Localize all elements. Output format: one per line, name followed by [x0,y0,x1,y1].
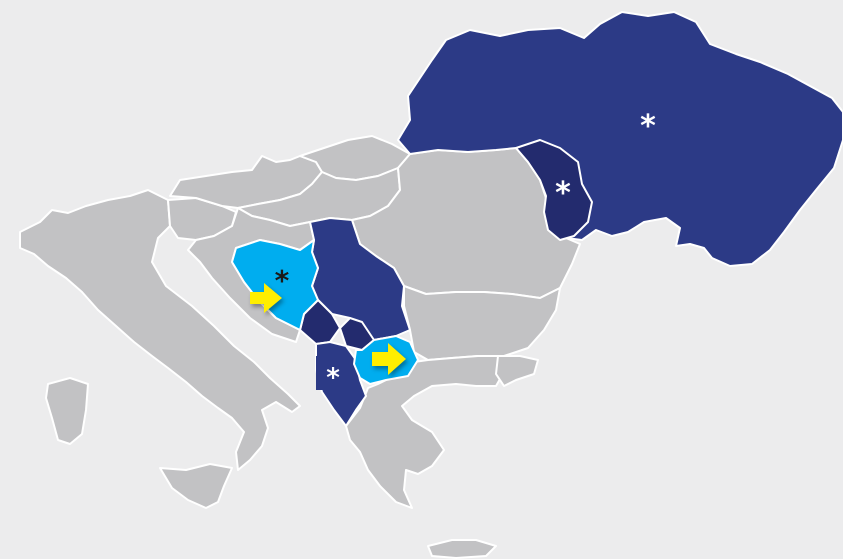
region-italy[interactable] [19,189,301,471]
region-sicily[interactable] [159,463,233,509]
asterisk-marker-albania: * [326,363,340,393]
arrow-icon-north-macedonia [372,343,406,375]
asterisk-marker-bosnia-herzegovina: * [275,264,290,297]
asterisk-badge-moldova [550,176,576,204]
arrow-icon-bosnia-herzegovina [250,283,282,313]
region-turkey-europe[interactable] [495,355,539,387]
region-sardinia[interactable] [45,377,89,445]
asterisk-marker-moldova: * [555,176,571,211]
region-bulgaria[interactable] [403,285,561,361]
asterisk-badge-albania [316,356,348,390]
region-crete[interactable] [427,539,497,559]
asterisk-marker-ukraine: * [640,109,656,144]
region-bosnia-herzegovina[interactable] [231,239,319,331]
